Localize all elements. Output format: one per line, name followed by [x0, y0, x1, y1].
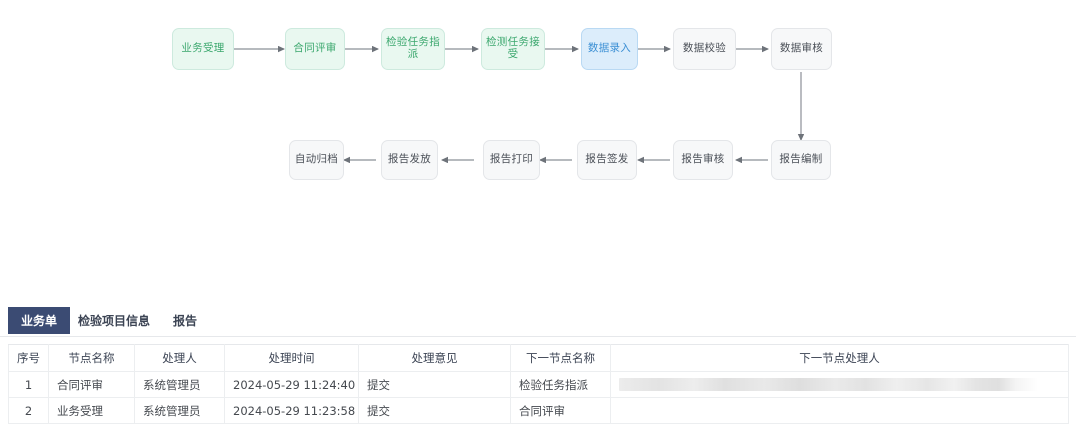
- flow-node-auto-archive[interactable]: 自动归档: [289, 140, 344, 180]
- workflow-records-table: 序号 节点名称 处理人 处理时间 处理意见 下一节点名称 下一节点处理人 1 合…: [8, 344, 1069, 424]
- flow-node-data-entry[interactable]: 数据录入: [581, 28, 638, 70]
- cell-handler: 系统管理员: [134, 397, 225, 424]
- column-header-next-handler: 下一节点处理人: [610, 344, 1069, 372]
- cell-handle-time: 2024-05-29 11:24:40: [224, 371, 359, 398]
- cell-opinion: 提交: [358, 397, 511, 424]
- tab-label: 业务单: [20, 314, 57, 328]
- flow-node-label: 报告签发: [585, 153, 629, 166]
- flow-node-label: 数据审核: [779, 42, 824, 55]
- flow-node-label: 合同评审: [293, 42, 337, 55]
- flow-node-label: 数据录入: [587, 42, 632, 55]
- flow-node-report-review[interactable]: 报告审核: [673, 140, 733, 180]
- tab-label: 报告: [172, 314, 197, 328]
- cell-handler: 系统管理员: [134, 371, 225, 398]
- cell-next-node-name: 检验任务指派: [510, 371, 611, 398]
- tab-business-order[interactable]: 业务单: [8, 307, 70, 334]
- column-header-next-node-name: 下一节点名称: [510, 344, 611, 372]
- table-row[interactable]: 1 合同评审 系统管理员 2024-05-29 11:24:40 提交 检验任务…: [8, 371, 1069, 398]
- column-header-handler: 处理人: [134, 344, 225, 372]
- flow-node-report-compile[interactable]: 报告编制: [771, 140, 831, 180]
- flow-node-label: 数据校验: [682, 42, 727, 55]
- cell-next-handler: [610, 371, 1069, 398]
- flow-node-label: 自动归档: [294, 153, 339, 166]
- flow-node-test-task-accept[interactable]: 检测任务接受: [481, 28, 545, 70]
- flow-node-label: 报告发放: [387, 153, 432, 166]
- tab-label: 检验项目信息: [77, 314, 150, 328]
- flow-node-report-issue[interactable]: 报告签发: [577, 140, 637, 180]
- table-header-row: 序号 节点名称 处理人 处理时间 处理意见 下一节点名称 下一节点处理人: [8, 344, 1069, 372]
- cell-opinion: 提交: [358, 371, 511, 398]
- flow-node-business-acceptance[interactable]: 业务受理: [172, 28, 234, 70]
- cell-next-node-name: 合同评审: [510, 397, 611, 424]
- flow-node-report-distribute[interactable]: 报告发放: [381, 140, 438, 180]
- cell-index: 2: [8, 397, 49, 424]
- workflow-diagram: 业务受理 合同评审 检验任务指派 检测任务接受 数据录入 数据校验 数据审核 自…: [172, 28, 832, 180]
- column-header-opinion: 处理意见: [358, 344, 511, 372]
- flow-node-label: 检测任务接受: [486, 36, 540, 60]
- flow-node-label: 报告审核: [681, 153, 725, 166]
- column-header-handle-time: 处理时间: [224, 344, 359, 372]
- redacted-content: [619, 378, 1060, 391]
- cell-node-name: 合同评审: [48, 371, 135, 398]
- column-header-index: 序号: [8, 344, 49, 372]
- flow-node-label: 报告编制: [779, 153, 823, 166]
- flow-node-label: 报告打印: [489, 153, 534, 166]
- cell-index: 1: [8, 371, 49, 398]
- flow-node-label: 业务受理: [181, 42, 225, 55]
- tab-inspection-item-info[interactable]: 检验项目信息: [70, 307, 158, 334]
- flow-node-contract-review[interactable]: 合同评审: [285, 28, 345, 70]
- column-header-node-name: 节点名称: [48, 344, 135, 372]
- flow-node-data-verification[interactable]: 数据校验: [673, 28, 736, 70]
- content-tabs: 业务单 检验项目信息 报告: [0, 305, 1076, 337]
- flow-node-report-print[interactable]: 报告打印: [483, 140, 540, 180]
- flow-node-data-approval[interactable]: 数据审核: [771, 28, 832, 70]
- tab-report[interactable]: 报告: [161, 307, 209, 334]
- cell-handle-time: 2024-05-29 11:23:58: [224, 397, 359, 424]
- cell-node-name: 业务受理: [48, 397, 135, 424]
- flow-node-inspection-task-assign[interactable]: 检验任务指派: [381, 28, 445, 70]
- cell-next-handler: [610, 397, 1069, 424]
- flow-node-label: 检验任务指派: [386, 36, 440, 60]
- table-row[interactable]: 2 业务受理 系统管理员 2024-05-29 11:23:58 提交 合同评审: [8, 397, 1069, 424]
